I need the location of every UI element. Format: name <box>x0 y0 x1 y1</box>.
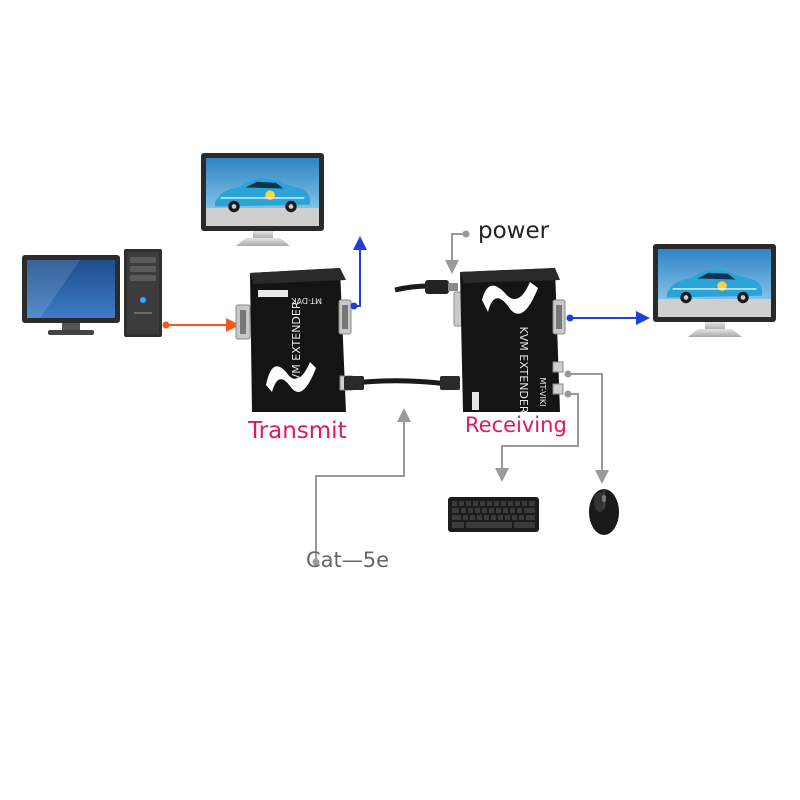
cable-pointer <box>312 408 411 566</box>
receiver-label: KVM EXTENDER <box>517 327 530 414</box>
power-pointer <box>445 230 470 274</box>
pc-link-arrow <box>162 318 240 332</box>
transmit-label: Transmit <box>248 418 347 444</box>
transmitter-label: KVM EXTENDER <box>290 301 303 388</box>
power-label: power <box>478 218 550 244</box>
tower-pc-icon <box>124 249 162 337</box>
transmitter-code: MT-DVK <box>291 296 322 305</box>
receiving-label: Receiving <box>465 413 567 437</box>
remote-video-arrow <box>566 311 650 325</box>
keyboard-pointer <box>495 390 579 482</box>
remote-monitor <box>653 244 776 337</box>
receiver-box: KVM EXTENDER MT-VIKI <box>453 268 566 414</box>
keyboard-icon <box>448 497 539 532</box>
local-monitor <box>201 153 324 246</box>
receiver-model: MT-VIKI <box>538 378 547 407</box>
power-cable <box>394 280 458 294</box>
source-pc-monitor <box>22 255 120 335</box>
transmitter-box: KVM EXTENDER MT-DVK <box>235 268 353 412</box>
mouse-pointer <box>564 370 609 484</box>
cable-label: Cat—5e <box>306 548 390 572</box>
cat5e-cable <box>344 376 460 390</box>
mouse-icon <box>589 489 619 535</box>
local-video-arrow <box>350 236 367 310</box>
